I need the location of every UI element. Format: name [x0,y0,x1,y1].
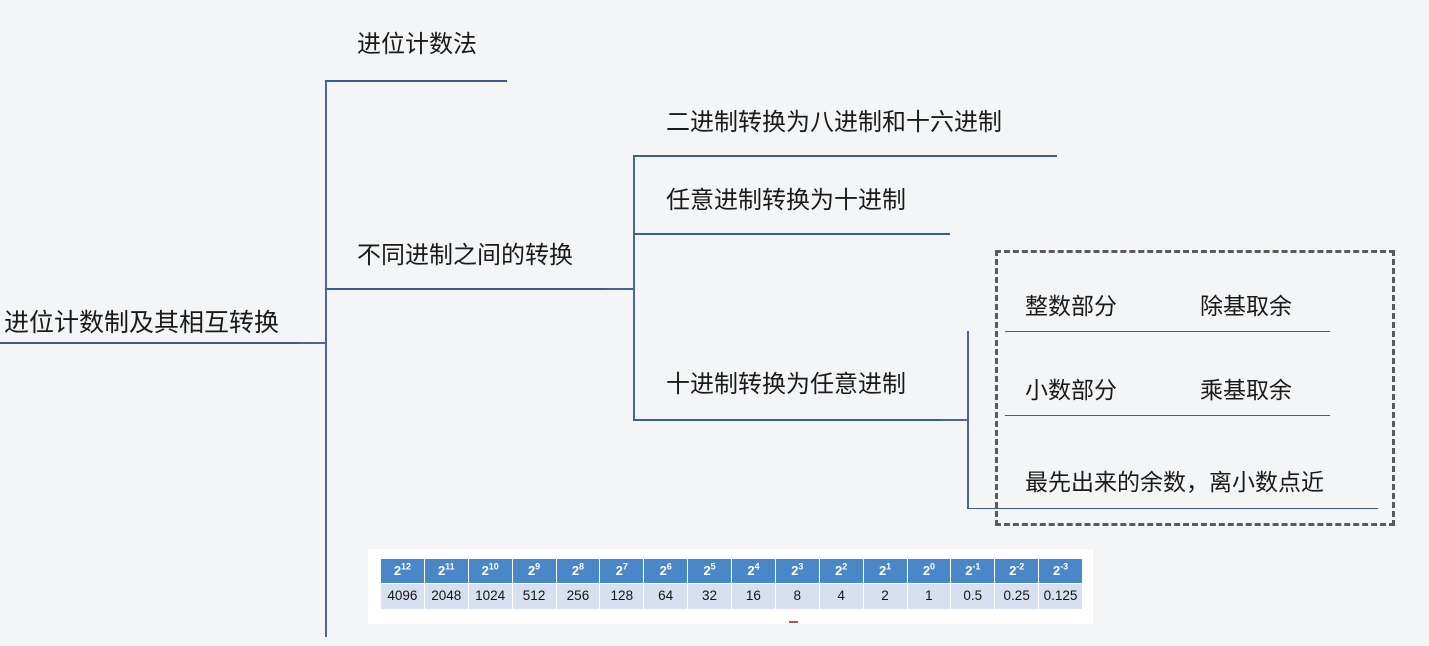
level3-node-2-part-label: 小数部分 [1025,377,1117,403]
table-cell: 2 [863,584,907,609]
table-header-cell: 25 [688,559,731,583]
table-header-cell: 20 [907,559,951,583]
table-header-cell: 21 [863,559,907,583]
level1-node-1-underline [325,80,507,82]
table-header-cell: 2-1 [951,559,995,583]
exponent: 7 [622,561,628,572]
level3-node-2-underline [1005,415,1330,416]
level1-spine [325,80,327,637]
table-cell: 256 [556,584,600,609]
exponent: 9 [535,561,541,572]
table-cell: 16 [732,584,775,609]
exponent: 12 [401,561,412,572]
table-header-cell: 211 [424,559,468,583]
level3-node-2-rule-label: 乘基取余 [1200,377,1292,403]
exponent: 5 [710,561,716,572]
table-cell: 8 [775,584,819,609]
root-underline [0,342,312,344]
table-header-cell: 2-3 [1039,559,1082,583]
table-header-row: 212 211 210 29 28 27 26 25 24 23 22 21 2… [381,559,1082,583]
level2-node-3-label: 十进制转换为任意进制 [666,371,906,398]
table-header-cell: 22 [819,559,863,583]
table-header-cell: 212 [381,559,424,583]
root-node-label: 进位计数制及其相互转换 [4,309,280,337]
table-header-cell: 23 [775,559,819,583]
level3-connector-horizontal [941,419,969,421]
power-of-two-table: 212 211 210 29 28 27 26 25 24 23 22 21 2… [380,558,1083,610]
table-cell: 64 [644,584,688,609]
level3-node-1-underline [1005,331,1330,332]
table-cell: 32 [688,584,731,609]
table-cell: 4096 [381,584,424,609]
level2-connector-horizontal [607,288,635,290]
level2-node-2-label: 任意进制转换为十进制 [666,187,906,214]
red-tick-annotation-icon [789,621,798,623]
exponent: 2 [842,561,848,572]
table-header-cell: 24 [732,559,775,583]
table-header-cell: 2-2 [995,559,1039,583]
table-cell: 1024 [468,584,512,609]
exponent: 10 [488,561,499,572]
table-header-cell: 27 [600,559,644,583]
table-cell: 0.125 [1039,584,1082,609]
exponent: -3 [1060,561,1069,572]
table-cell: 128 [600,584,644,609]
exponent: 1 [886,561,892,572]
table-header-cell: 29 [512,559,556,583]
level1-node-2-underline [325,288,633,290]
table-cell: 4 [819,584,863,609]
table-header-cell: 210 [468,559,512,583]
exponent: 6 [666,561,672,572]
table-cell: 0.5 [951,584,995,609]
exponent: 0 [930,561,936,572]
table-cell: 2048 [424,584,468,609]
level2-node-1-underline [633,155,1057,157]
exponent: 11 [445,561,455,572]
table-cell: 512 [512,584,556,609]
exponent: 4 [754,561,760,572]
exponent: 3 [798,561,804,572]
level1-node-2-label: 不同进制之间的转换 [357,242,573,269]
level2-node-2-underline [633,233,950,235]
table-header-cell: 28 [556,559,600,583]
table-value-row: 4096 2048 1024 512 256 128 64 32 16 8 4 … [381,584,1082,609]
level3-spine [967,331,969,509]
decimal-conversion-group-box [995,250,1395,526]
level2-node-3-underline [633,419,950,421]
level3-node-1-rule-label: 除基取余 [1200,293,1292,319]
level2-spine [633,155,635,420]
level1-node-1-label: 进位计数法 [357,31,477,58]
level3-node-1-part-label: 整数部分 [1025,293,1117,319]
power-of-two-table-container: 212 211 210 29 28 27 26 25 24 23 22 21 2… [368,549,1093,624]
level2-node-1-label: 二进制转换为八进制和十六进制 [666,109,1002,136]
exponent: -2 [1016,561,1025,572]
exponent: 8 [579,561,585,572]
table-header-cell: 26 [644,559,688,583]
table-cell: 0.25 [995,584,1039,609]
level3-node-3-note-label: 最先出来的余数，离小数点近 [1025,469,1324,495]
table-cell: 1 [907,584,951,609]
level3-node-3-underline [967,508,1378,509]
exponent: -1 [972,561,981,572]
root-connector-horizontal [299,342,327,344]
